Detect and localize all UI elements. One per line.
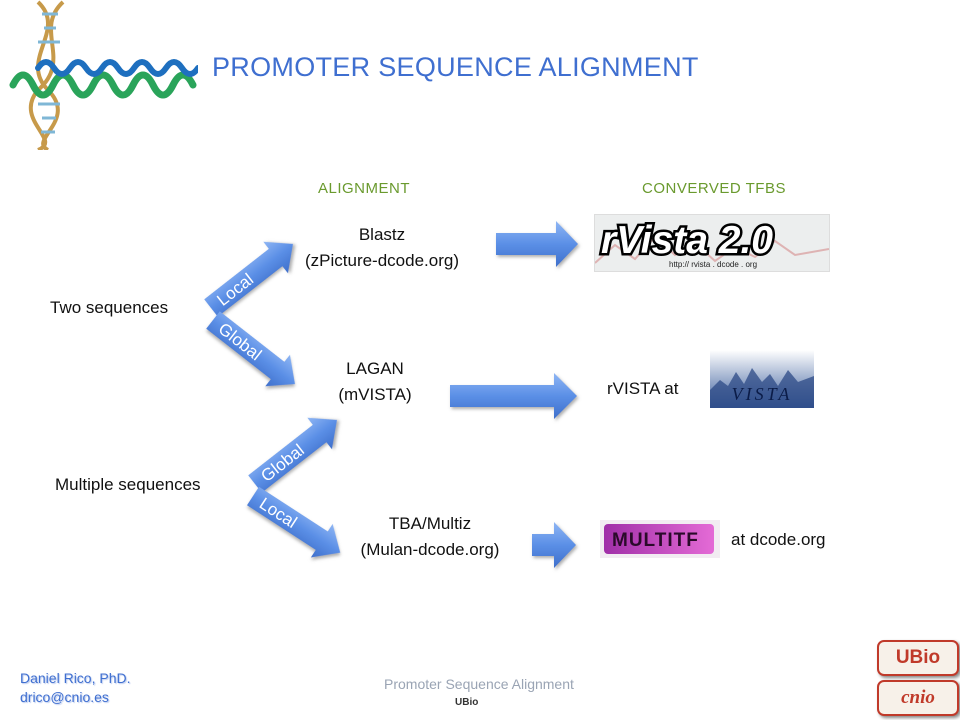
multitf-logo-text: MULTITF — [612, 530, 699, 551]
rvista-logo[interactable]: rVista 2.0 http:// rvista . dcode . org — [594, 214, 830, 272]
method-tba-site: (Mulan-dcode.org) — [360, 540, 500, 559]
method-lagan-name: LAGAN — [346, 359, 404, 378]
footer-center-logo: UBio — [455, 697, 479, 708]
multitf-logo[interactable]: MULTITF — [600, 520, 720, 558]
footer-email[interactable]: drico@cnio.es — [20, 689, 109, 705]
local-arrow-multi: Local — [242, 479, 352, 570]
method-blastz: Blastz (zPicture-dcode.org) — [282, 222, 482, 274]
arrow-to-multitf — [532, 522, 576, 568]
global-arrow-two: Global — [200, 304, 308, 400]
arrow-to-rvista — [496, 221, 578, 267]
method-blastz-site: (zPicture-dcode.org) — [304, 251, 459, 270]
page-title: PROMOTER SEQUENCE ALIGNMENT — [212, 52, 699, 82]
cnio-logo-text: cnio — [901, 687, 935, 708]
ubio-logo-text: UBio — [895, 647, 941, 668]
ubio-logo[interactable]: UBio — [877, 640, 959, 676]
global-arrow-multi: Global — [242, 404, 350, 500]
vista-logo-text: VISTA — [732, 384, 793, 404]
column-head-alignment: ALIGNMENT — [318, 180, 411, 197]
dna-helix-icon — [9, 0, 198, 150]
multiple-sequences-label: Multiple sequences — [55, 475, 201, 494]
arrow-to-vista — [450, 373, 577, 419]
method-tba: TBA/Multiz (Mulan-dcode.org) — [330, 511, 530, 563]
cnio-logo[interactable]: cnio — [877, 680, 959, 716]
column-head-tfbs: CONVERVED TFBS — [642, 180, 786, 197]
footer-author-block: Daniel Rico, PhD. drico@cnio.es — [20, 669, 131, 707]
method-tba-name: TBA/Multiz — [388, 514, 472, 533]
footer-center-title: Promoter Sequence Alignment — [384, 676, 574, 692]
rvista-logo-text: rVista 2.0 — [601, 219, 773, 262]
method-lagan: LAGAN (mVISTA) — [300, 356, 450, 408]
method-lagan-site: (mVISTA) — [338, 385, 412, 404]
rvista-logo-url: http:// rvista . dcode . org — [669, 260, 757, 269]
two-sequences-label: Two sequences — [50, 298, 169, 317]
footer-author: Daniel Rico, PhD. — [20, 670, 131, 686]
method-blastz-name: Blastz — [358, 225, 406, 244]
at-dcode-label: at dcode.org — [731, 530, 826, 549]
local-arrow-two: Local — [198, 228, 306, 324]
vista-logo[interactable]: VISTA — [710, 350, 814, 408]
rvista-at-label: rVISTA at — [607, 379, 679, 398]
